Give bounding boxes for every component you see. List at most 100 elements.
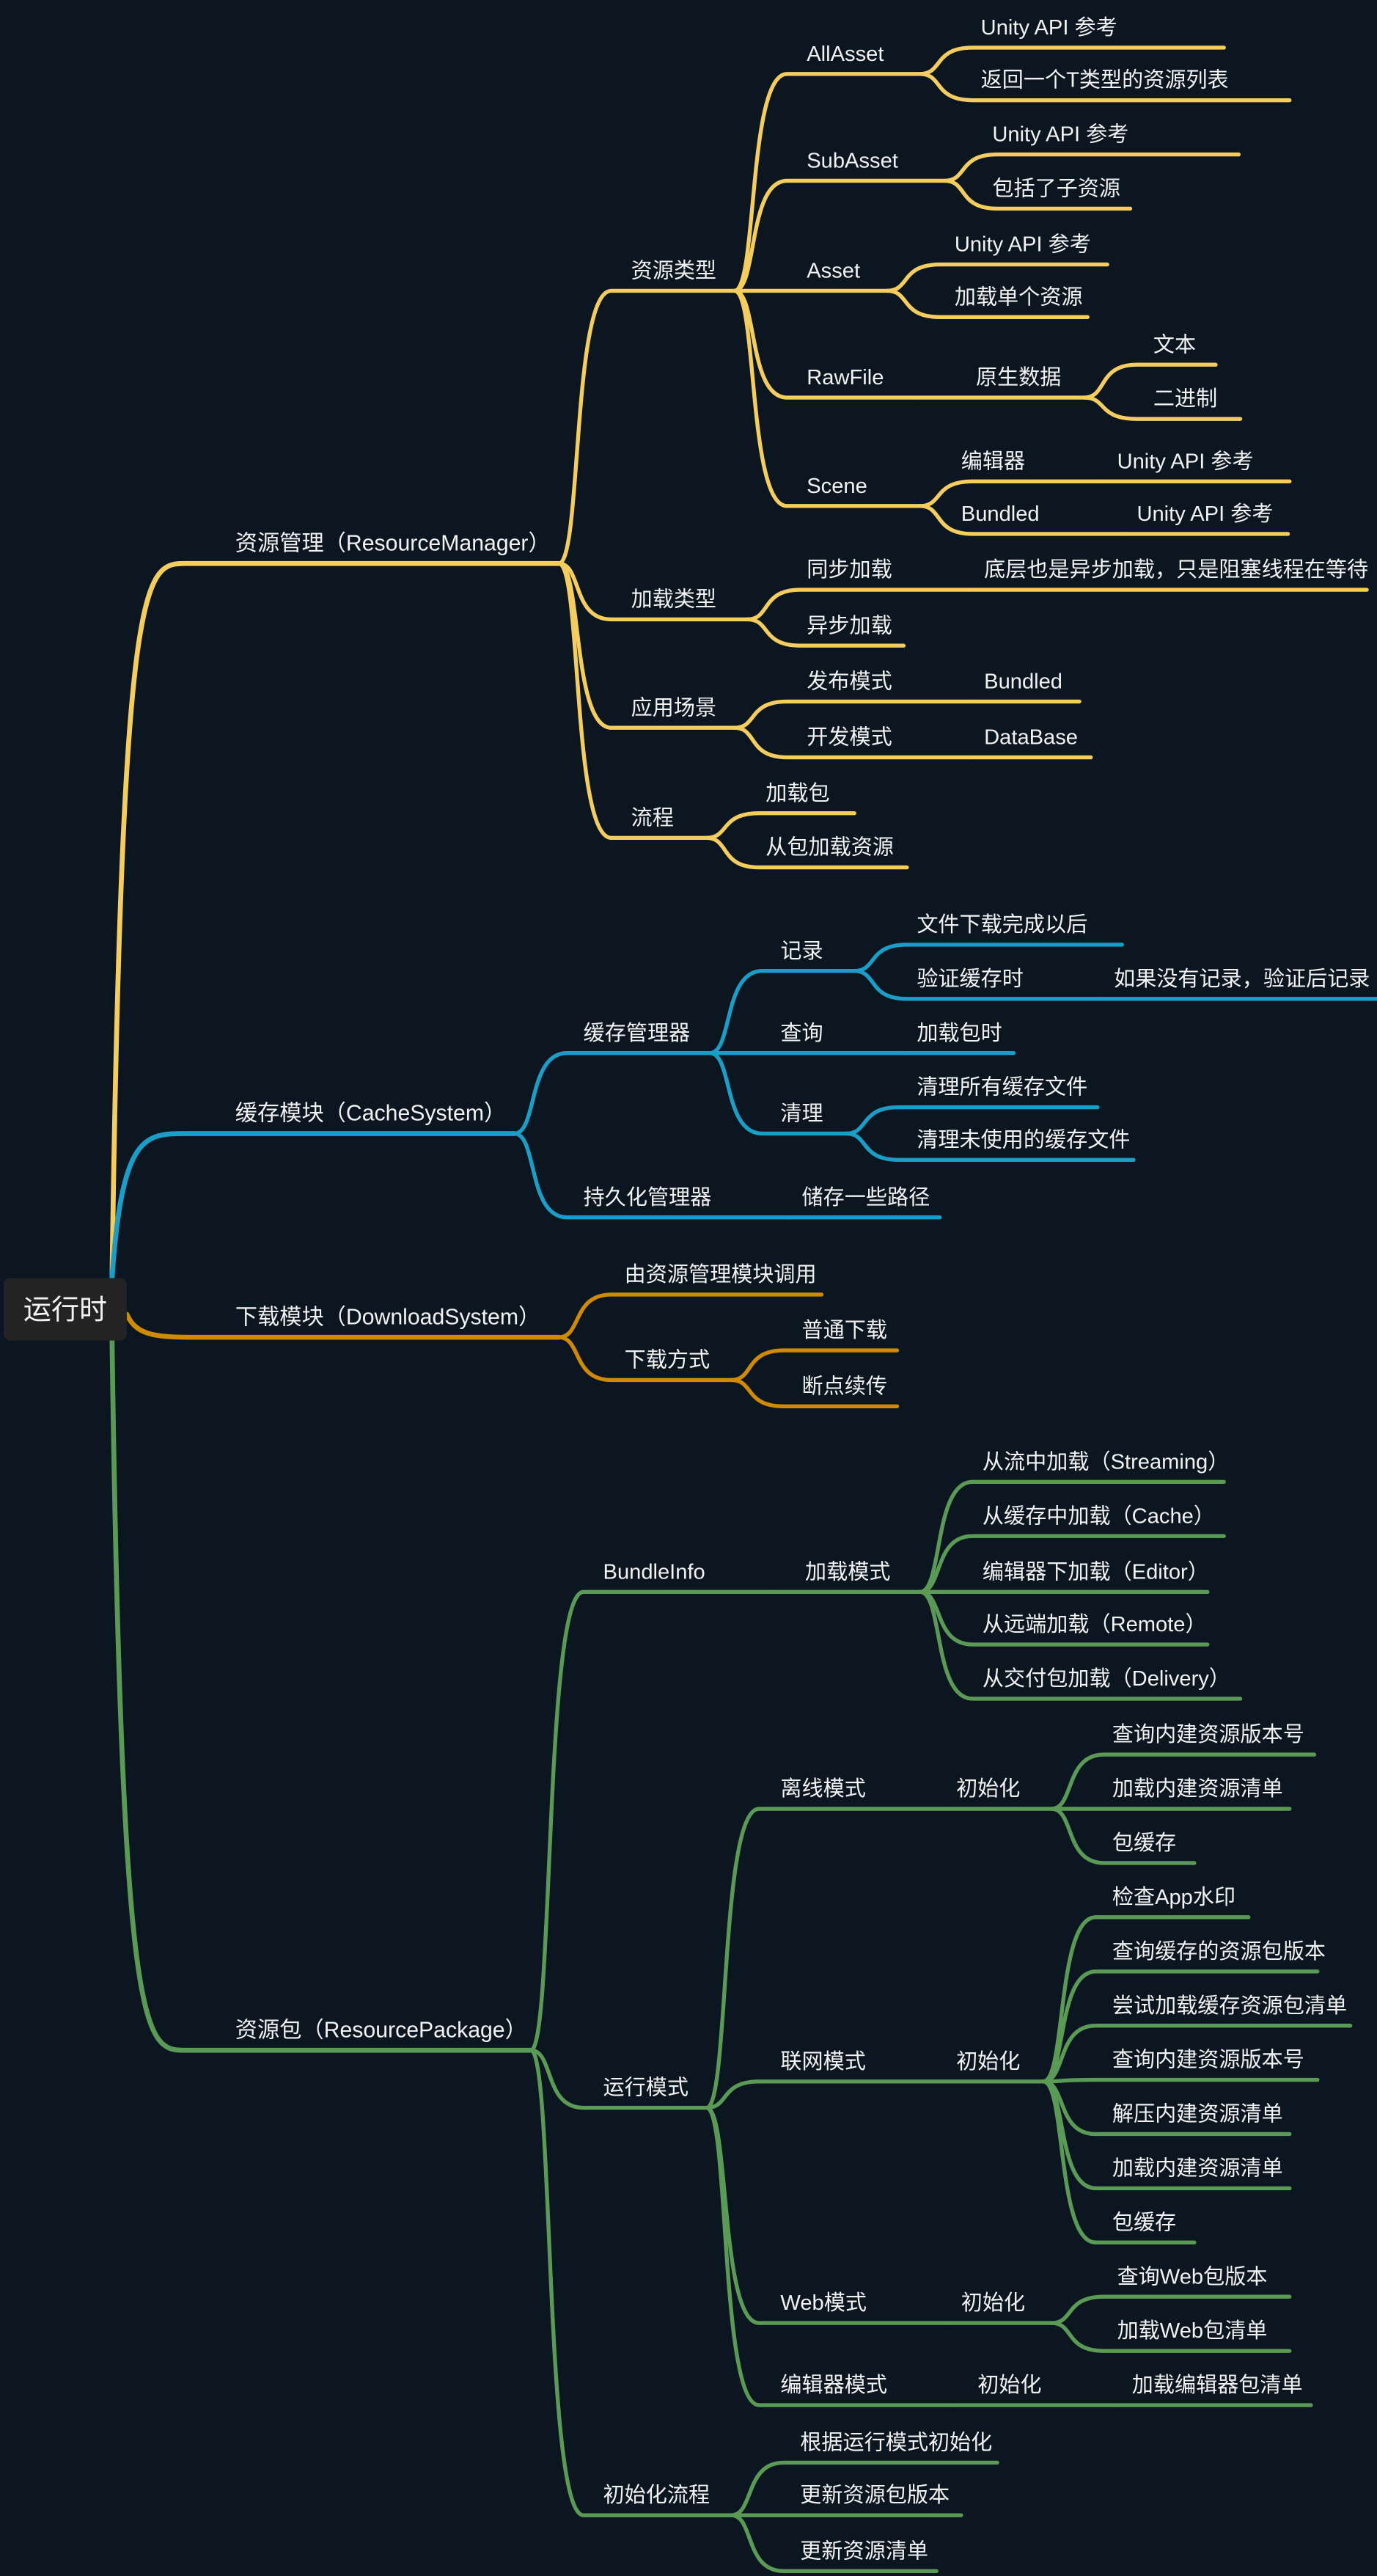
node-node[interactable]: 异步加载 xyxy=(807,613,892,637)
node-node[interactable]: 根据运行模式初始化 xyxy=(800,2431,992,2455)
node-unity-api[interactable]: Unity API 参考 xyxy=(981,15,1117,40)
node-asset[interactable]: Asset xyxy=(807,260,860,283)
node-node[interactable]: 验证缓存时 xyxy=(917,967,1024,991)
node-node[interactable]: 断点续传 xyxy=(802,1374,887,1398)
node-node[interactable]: 尝试加载缓存资源包清单 xyxy=(1112,1994,1347,2018)
branch-connector xyxy=(918,1479,1226,1595)
branch-connector xyxy=(1082,362,1218,400)
node-node[interactable]: 包缓存 xyxy=(1112,2210,1176,2234)
node-node[interactable]: 加载内建资源清单 xyxy=(1112,1777,1283,1801)
node-node[interactable]: 记录 xyxy=(780,940,823,963)
node-web[interactable]: 查询Web包版本 xyxy=(1117,2264,1268,2288)
node-subasset[interactable]: SubAsset xyxy=(807,149,898,172)
node-node[interactable]: 二进制 xyxy=(1153,387,1217,411)
node-node[interactable]: 如果没有记录，验证后记录 xyxy=(1114,967,1370,991)
node-node[interactable]: 查询内建资源版本号 xyxy=(1112,2048,1304,2072)
branch-connector xyxy=(729,2513,939,2573)
node-cachesystem[interactable]: 缓存模块（CacheSystem） xyxy=(235,1101,506,1126)
node-node[interactable]: 普通下载 xyxy=(802,1318,887,1342)
node-unity-api[interactable]: Unity API 参考 xyxy=(1137,502,1273,526)
node-node[interactable]: 缓存管理器 xyxy=(584,1021,691,1045)
node-editor[interactable]: 编辑器下加载（Editor） xyxy=(983,1559,1209,1584)
node-node[interactable]: 清理所有缓存文件 xyxy=(917,1075,1087,1099)
node-app[interactable]: 检查App水印 xyxy=(1112,1885,1235,1909)
node-node[interactable]: 加载包时 xyxy=(917,1021,1002,1045)
node-node[interactable]: 文本 xyxy=(1153,332,1196,356)
node-node[interactable]: 清理未使用的缓存文件 xyxy=(917,1127,1130,1152)
node-node[interactable]: 初始化 xyxy=(977,2373,1041,2397)
node-scene[interactable]: Scene xyxy=(807,475,867,498)
node-node[interactable]: 编辑器模式 xyxy=(780,2373,887,2397)
node-node[interactable]: 初始化 xyxy=(956,2049,1020,2074)
node-node[interactable]: 离线模式 xyxy=(780,1777,865,1801)
node-node[interactable]: 解压内建资源清单 xyxy=(1112,2102,1283,2126)
node-node[interactable]: 底层也是异步加载，只是阻塞线程在等待 xyxy=(984,557,1368,582)
node-downloadsystem[interactable]: 下载模块（DownloadSystem） xyxy=(235,1304,540,1329)
node-bundled[interactable]: Bundled xyxy=(961,502,1040,526)
node-resourcepackage[interactable]: 资源包（ResourcePackage） xyxy=(235,2017,527,2042)
node-node[interactable]: 更新资源包版本 xyxy=(800,2483,950,2507)
node-node[interactable]: 初始化流程 xyxy=(603,2483,710,2507)
node-node[interactable]: 持久化管理器 xyxy=(584,1185,712,1210)
node-streaming[interactable]: 从流中加载（Streaming） xyxy=(983,1449,1229,1474)
node-node[interactable]: 资源类型 xyxy=(631,259,716,283)
node-node[interactable]: 联网模式 xyxy=(780,2049,865,2074)
node-delivery[interactable]: 从交付包加载（Delivery） xyxy=(983,1666,1230,1691)
branch-connector xyxy=(109,1338,534,2053)
node-node[interactable]: 下载方式 xyxy=(625,1348,710,1372)
node-node[interactable]: 开发模式 xyxy=(807,725,892,750)
node-node[interactable]: 加载类型 xyxy=(631,587,716,611)
node-web[interactable]: 加载Web包清单 xyxy=(1117,2319,1268,2343)
node-node[interactable]: 原生数据 xyxy=(976,365,1061,389)
node-node[interactable]: 由资源管理模块调用 xyxy=(625,1262,817,1287)
node-web[interactable]: Web模式 xyxy=(780,2291,867,2315)
node-node[interactable]: 查询 xyxy=(780,1021,823,1045)
node-node[interactable]: 加载单个资源 xyxy=(955,285,1083,309)
node-t[interactable]: 返回一个T类型的资源列表 xyxy=(981,68,1229,92)
node-node[interactable]: 初始化 xyxy=(961,2291,1025,2315)
node-node[interactable]: 更新资源清单 xyxy=(800,2539,928,2563)
node-node[interactable]: 流程 xyxy=(631,805,674,830)
branch-connector xyxy=(512,1051,712,1136)
node-bundleinfo[interactable]: BundleInfo xyxy=(603,1560,705,1584)
node-rawfile[interactable]: RawFile xyxy=(807,366,884,389)
branch-connector xyxy=(109,560,562,1281)
node-node[interactable]: 清理 xyxy=(780,1102,823,1126)
node-unity-api[interactable]: Unity API 参考 xyxy=(955,233,1091,257)
node-node[interactable]: 文件下载完成以后 xyxy=(917,912,1087,937)
node-node[interactable]: 运行模式 xyxy=(603,2076,688,2100)
node-unity-api[interactable]: Unity API 参考 xyxy=(1117,449,1254,473)
branch-connector xyxy=(1049,2321,1292,2353)
node-node[interactable]: 加载内建资源清单 xyxy=(1112,2156,1283,2180)
node-node[interactable]: 加载编辑器包清单 xyxy=(1132,2373,1303,2397)
node-node[interactable]: 查询缓存的资源包版本 xyxy=(1112,1939,1326,1964)
node-node[interactable]: 包括了子资源 xyxy=(992,177,1120,201)
branch-connector xyxy=(852,943,1124,973)
node-node[interactable]: 编辑器 xyxy=(961,449,1025,473)
node-allasset[interactable]: AllAsset xyxy=(807,43,884,66)
branch-connector xyxy=(109,1131,517,1281)
branch-connector xyxy=(704,2105,947,2325)
node-bundled[interactable]: Bundled xyxy=(984,670,1062,693)
root-node[interactable]: 运行时 xyxy=(4,1278,127,1341)
branch-connector xyxy=(732,725,972,760)
node-cache[interactable]: 从缓存中加载（Cache） xyxy=(983,1504,1215,1528)
node-node[interactable]: 应用场景 xyxy=(631,695,716,720)
node-node[interactable]: 加载包 xyxy=(765,781,829,805)
node-node[interactable]: 储存一些路径 xyxy=(802,1185,930,1210)
root-box[interactable] xyxy=(4,1278,127,1341)
node-node[interactable]: 包缓存 xyxy=(1112,1831,1176,1855)
node-node[interactable]: 初始化 xyxy=(956,1777,1020,1801)
node-node[interactable]: 从包加载资源 xyxy=(765,835,894,860)
branch-connector xyxy=(557,288,737,566)
node-unity-api[interactable]: Unity API 参考 xyxy=(992,122,1128,147)
node-remote[interactable]: 从远端加载（Remote） xyxy=(983,1612,1207,1636)
node-database[interactable]: DataBase xyxy=(984,726,1078,750)
node-node[interactable]: 同步加载 xyxy=(807,557,892,582)
node-node[interactable]: 加载模式 xyxy=(805,1559,890,1584)
node-resourcemanager[interactable]: 资源管理（ResourceManager） xyxy=(235,530,551,555)
branch-connector xyxy=(844,1105,1100,1136)
node-node[interactable]: 发布模式 xyxy=(807,669,892,693)
node-node[interactable]: 查询内建资源版本号 xyxy=(1112,1722,1304,1746)
branch-connector xyxy=(557,561,750,622)
